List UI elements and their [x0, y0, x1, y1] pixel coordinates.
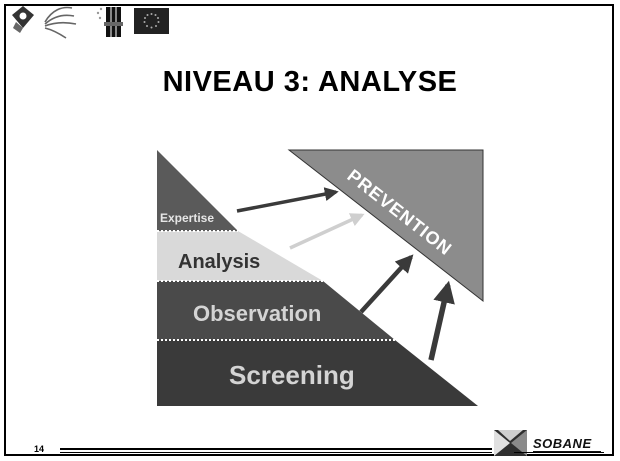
footer-rule-right — [514, 452, 604, 453]
flag-icon — [96, 7, 123, 37]
sobane-logo-icon — [494, 430, 527, 456]
puzzle-logo-icon — [12, 6, 34, 33]
arrow-screening — [428, 280, 455, 361]
level-label-expertise: Expertise — [160, 211, 214, 225]
bird-logo-icon — [44, 6, 77, 39]
sobane-logo-text: SOBANE — [533, 436, 592, 451]
arrow-observation — [359, 254, 414, 314]
level-label-screening: Screening — [229, 360, 355, 390]
level-label-analysis: Analysis — [178, 251, 260, 273]
eu-flag-icon — [134, 8, 169, 34]
arrow-analysis — [289, 213, 365, 250]
screening-band — [157, 340, 478, 406]
page-number: 14 — [34, 444, 45, 454]
analysis-band — [157, 231, 323, 281]
slide-title: NIVEAU 3: ANALYSE — [162, 66, 458, 98]
expertise-band — [157, 150, 238, 231]
logo-underline — [533, 451, 601, 452]
footer-rule-thin — [60, 452, 492, 453]
header-logos — [12, 6, 169, 39]
footer-rule — [60, 448, 492, 450]
observation-band — [157, 281, 395, 340]
level-label-observation: Observation — [193, 301, 321, 326]
arrow-expertise — [236, 187, 339, 213]
